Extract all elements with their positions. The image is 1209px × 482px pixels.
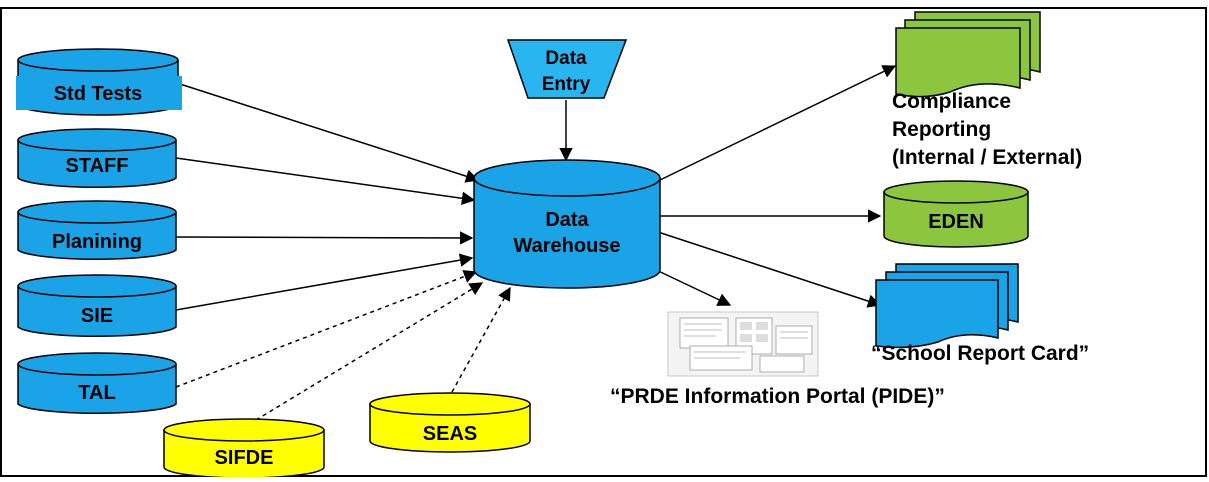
arrow-warehouse-to-portal xyxy=(651,267,732,306)
compliance-label: Compliance Reporting (Internal / Externa… xyxy=(892,90,1082,169)
warehouse-line2: Warehouse xyxy=(513,235,620,257)
source-seas: SEAS xyxy=(369,392,531,453)
compliance-document-stack-icon xyxy=(895,11,1041,98)
compliance-line2: Reporting xyxy=(892,118,991,141)
arrow-tal-to-warehouse xyxy=(175,270,478,388)
compliance-line3: (Internal / External) xyxy=(892,146,1082,169)
arrow-std-tests-to-warehouse xyxy=(179,83,480,183)
data-warehouse-node: Data Warehouse xyxy=(473,159,661,289)
arrow-sie-to-warehouse xyxy=(175,253,474,311)
seas-label: SEAS xyxy=(423,423,477,445)
source-tal: TAL xyxy=(17,352,177,415)
arrow-planning-to-warehouse xyxy=(175,231,474,245)
arrow-warehouse-to-report-card xyxy=(657,231,882,308)
report-card-document-stack-icon xyxy=(875,263,1019,349)
arrow-warehouse-to-compliance xyxy=(659,65,897,181)
arrow-staff-to-warehouse xyxy=(175,157,476,205)
source-planning: Planining xyxy=(17,200,177,261)
diagram-frame xyxy=(0,7,1207,477)
tal-label: TAL xyxy=(78,382,115,404)
std-tests-label: Std Tests xyxy=(54,83,143,105)
source-sifde: SIFDE xyxy=(163,418,325,479)
pide-portal-label: “PRDE Information Portal (PIDE)” xyxy=(610,385,945,408)
sie-label: SIE xyxy=(81,305,113,327)
eden-label: EDEN xyxy=(928,211,984,233)
source-staff: STAFF xyxy=(17,128,177,189)
source-sie: SIE xyxy=(17,274,177,338)
staff-label: STAFF xyxy=(66,155,129,177)
data-entry-node: Data Entry xyxy=(506,39,628,99)
data-entry-line2: Entry xyxy=(542,74,591,95)
portal-screenshot-collage-icon xyxy=(667,311,819,377)
sifde-label: SIFDE xyxy=(215,447,274,469)
eden-node: EDEN xyxy=(883,180,1029,248)
planning-label: Planining xyxy=(52,231,142,253)
compliance-line1: Compliance xyxy=(892,90,1011,113)
source-std-tests: Std Tests xyxy=(16,48,182,116)
connectors xyxy=(175,65,897,421)
arrow-seas-to-warehouse xyxy=(451,286,511,393)
data-entry-line1: Data xyxy=(545,48,587,69)
school-report-card-label: “School Report Card” xyxy=(871,342,1089,365)
warehouse-line1: Data xyxy=(545,209,589,231)
